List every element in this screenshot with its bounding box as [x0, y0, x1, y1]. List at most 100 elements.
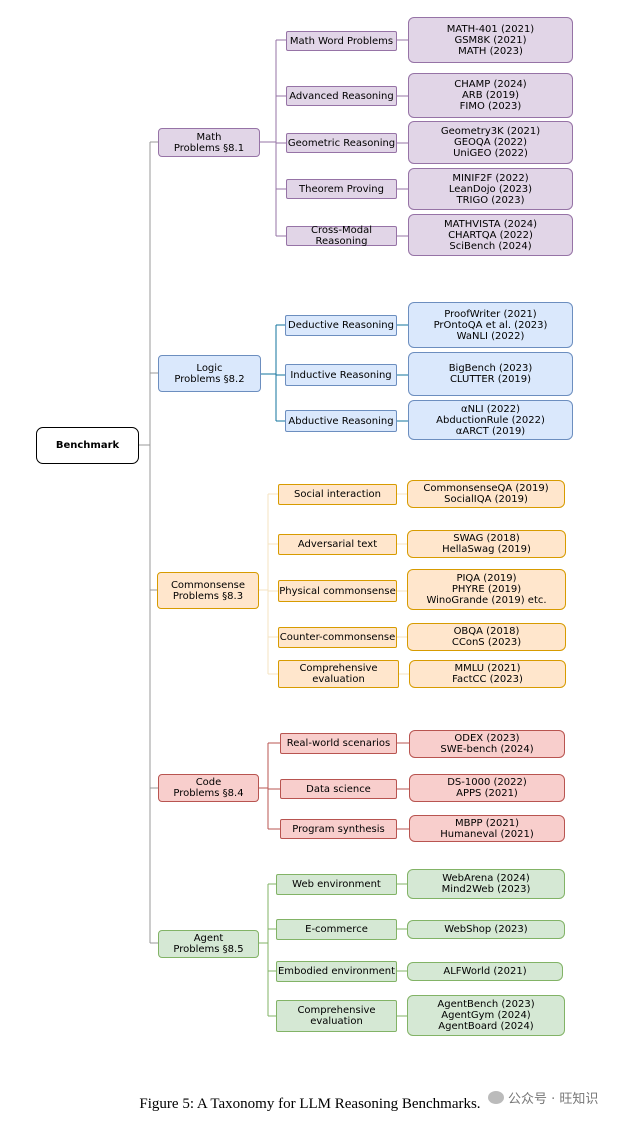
sub-label: Geometric Reasoning: [287, 137, 396, 149]
leaf-item: GSM8K (2021): [454, 34, 527, 46]
leaf-node: MATHVISTA (2024) CHARTQA (2022) SciBench…: [408, 214, 573, 256]
leaf-item: UniGEO (2022): [453, 148, 528, 159]
sub-node: Cross-Modal Reasoning: [286, 225, 397, 247]
leaf-item: WaNLI (2022): [456, 330, 525, 342]
leaf-item: ARB (2019): [461, 90, 520, 101]
leaf-item: MATH (2023): [458, 45, 523, 57]
sub-label: Cross-Modal Reasoning: [310, 225, 373, 247]
logic-connectors: [261, 324, 408, 422]
sub-label: Math Word Problems: [289, 35, 394, 47]
root-label: Benchmark: [55, 440, 120, 451]
sub-node: Counter-commonsense: [278, 627, 397, 648]
category-name: Commonsense: [170, 579, 246, 591]
leaf-node: AgentBench (2023) AgentGym (2024) AgentB…: [407, 995, 565, 1036]
leaf-item: SWE-bench (2024): [440, 744, 534, 755]
category-name: Code: [195, 777, 222, 788]
category-section: Problems §8.1: [173, 142, 245, 154]
category-agent: Agent Problems §8.5: [158, 930, 259, 958]
leaf-node: PIQA (2019) PHYRE (2019) WinoGrande (201…: [407, 569, 566, 610]
sub-label: Advanced Reasoning: [289, 90, 394, 102]
leaf-item: HellaSwag (2019): [442, 544, 531, 555]
category-code: Code Problems §8.4: [158, 774, 259, 802]
sub-label: Real-world scenarios: [286, 738, 391, 749]
category-section: Problems §8.2: [174, 373, 245, 385]
leaf-node: WebArena (2024) Mind2Web (2023): [407, 869, 565, 899]
sub-node: Inductive Reasoning: [285, 364, 397, 386]
leaf-item: WebShop (2023): [444, 924, 528, 935]
leaf-item: CHARTQA (2022): [448, 229, 533, 241]
leaf-item: CConS (2023): [451, 637, 522, 648]
sub-node: Program synthesis: [280, 819, 397, 839]
sub-label: E-commerce: [305, 924, 368, 935]
sub-label: Deductive Reasoning: [288, 320, 394, 331]
leaf-item: MBPP (2021): [455, 817, 519, 829]
leaf-item: CLUTTER (2019): [449, 374, 532, 385]
leaf-item: AbductionRule (2022): [436, 414, 545, 426]
root-connectors: [138, 141, 158, 944]
watermark-text: 公众号 · 旺知识: [508, 1092, 599, 1107]
leaf-item: MATH-401 (2021): [446, 23, 535, 35]
leaf-item: AgentGym (2024): [441, 1010, 531, 1021]
leaf-item: SocialIQA (2019): [444, 494, 528, 505]
sub-node: Math Word Problems: [286, 31, 397, 51]
sub-node: Data science: [280, 779, 397, 799]
leaf-item: LeanDojo (2023): [448, 183, 533, 195]
leaf-item: BigBench (2023): [448, 363, 533, 374]
category-commonsense: Commonsense Problems §8.3: [157, 572, 259, 609]
leaf-node: MBPP (2021) Humaneval (2021): [409, 815, 565, 842]
leaf-node: BigBench (2023) CLUTTER (2019): [408, 352, 573, 396]
wechat-icon: [488, 1091, 504, 1104]
category-name: Math: [196, 131, 222, 143]
leaf-item: Humaneval (2021): [440, 828, 534, 840]
leaf-node: MMLU (2021) FactCC (2023): [409, 660, 566, 688]
leaf-item: APPS (2021): [456, 788, 518, 799]
leaf-item: Mind2Web (2023): [441, 884, 531, 895]
leaf-item: Geometry3K (2021): [440, 126, 541, 137]
leaf-node: ProofWriter (2021) PrOntoQA et al. (2023…: [408, 302, 573, 348]
sub-label: Program synthesis: [292, 823, 385, 835]
sub-node: Embodied environment: [276, 961, 397, 982]
leaf-item: αARCT (2019): [455, 425, 526, 437]
sub-node: Comprehensive evaluation: [278, 660, 399, 688]
code-connectors: [259, 742, 409, 830]
category-logic: Logic Problems §8.2: [158, 355, 261, 392]
leaf-item: WebArena (2024): [442, 873, 530, 884]
leaf-node: DS-1000 (2022) APPS (2021): [409, 774, 565, 802]
sub-label: Web environment: [292, 879, 381, 890]
sub-label: Comprehensive evaluation: [299, 663, 378, 685]
root-node: Benchmark: [36, 427, 139, 464]
sub-node: Physical commonsense: [278, 580, 397, 602]
leaf-node: ODEX (2023) SWE-bench (2024): [409, 730, 565, 758]
agent-connectors: [259, 883, 407, 1017]
category-name: Agent: [193, 933, 224, 944]
sub-node: Geometric Reasoning: [286, 133, 397, 153]
leaf-node: SWAG (2018) HellaSwag (2019): [407, 530, 566, 558]
leaf-node: αNLI (2022) AbductionRule (2022) αARCT (…: [408, 400, 573, 440]
category-section: Problems §8.4: [173, 788, 244, 799]
leaf-item: CommonsenseQA (2019): [423, 483, 549, 494]
leaf-item: MMLU (2021): [454, 663, 521, 674]
leaf-item: FIMO (2023): [459, 101, 522, 112]
leaf-item: GEOQA (2022): [453, 137, 528, 148]
leaf-item: ProofWriter (2021): [444, 308, 537, 320]
sub-label: Physical commonsense: [279, 585, 396, 597]
sub-node: Adversarial text: [278, 534, 397, 555]
sub-label: Comprehensive evaluation: [297, 1005, 376, 1027]
sub-label: Embodied environment: [277, 966, 396, 977]
leaf-item: PrOntoQA et al. (2023): [433, 319, 548, 331]
watermark: 公众号 · 旺知识: [488, 1088, 598, 1107]
sub-node: Social interaction: [278, 484, 397, 505]
leaf-item: SciBench (2024): [449, 240, 532, 252]
leaf-item: CHAMP (2024): [454, 79, 527, 90]
category-section: Problems §8.5: [173, 944, 244, 955]
leaf-item: SWAG (2018): [453, 533, 520, 544]
leaf-node: WebShop (2023): [407, 920, 565, 939]
sub-node: Abductive Reasoning: [285, 410, 397, 432]
leaf-item: AgentBoard (2024): [438, 1021, 534, 1032]
sub-label: Abductive Reasoning: [288, 415, 394, 427]
figure-caption: Figure 5: A Taxonomy for LLM Reasoning B…: [139, 1096, 481, 1112]
leaf-item: WinoGrande (2019) etc.: [426, 595, 547, 606]
sub-label: Social interaction: [294, 489, 381, 500]
leaf-item: PIQA (2019): [456, 573, 517, 584]
